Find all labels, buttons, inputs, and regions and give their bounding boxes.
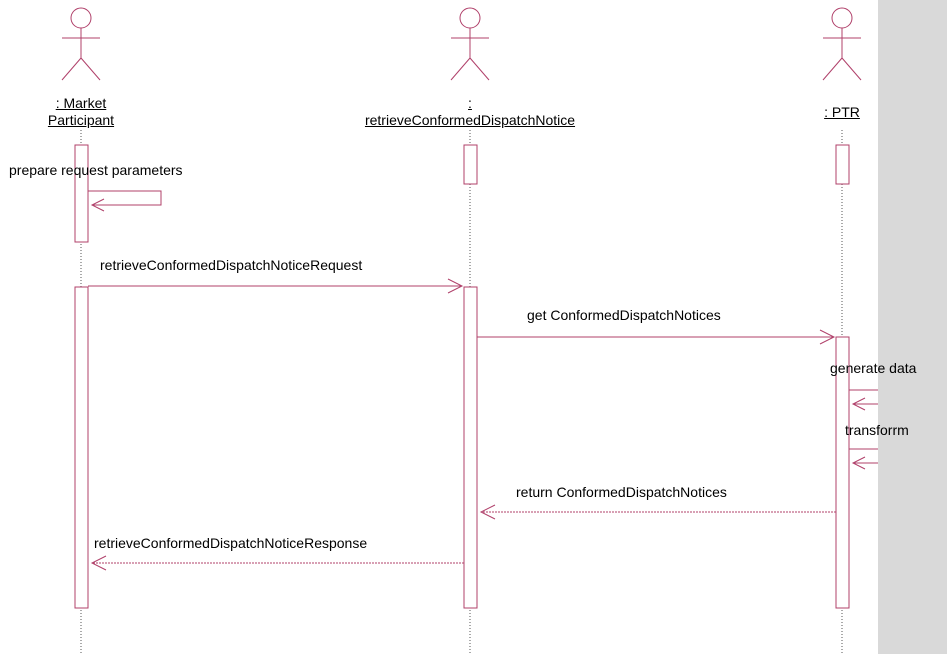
- message-label-generate: generate data: [830, 360, 917, 376]
- actor-figure-market-participant: [61, 7, 101, 81]
- message-arrowhead-prepare: [90, 198, 105, 212]
- actor-label-line2: retrieveConformedDispatchNotice: [364, 112, 576, 128]
- message-label-prepare: prepare request parameters: [9, 162, 183, 178]
- message-label-request: retrieveConformedDispatchNoticeRequest: [100, 257, 363, 273]
- message-arrowhead-transform: [851, 456, 866, 470]
- actor-label-line1: : Market: [55, 95, 107, 111]
- message-arrowhead-get: [819, 329, 836, 345]
- activation-market-1: [74, 144, 89, 243]
- message-arrowhead-generate: [851, 397, 866, 411]
- message-arrow-prepare: [88, 190, 162, 206]
- activation-retrieve-1: [463, 144, 478, 185]
- actor-label-ptr: : PTR: [802, 104, 882, 121]
- message-arrowhead-request: [447, 278, 464, 294]
- message-arrowhead-response: [90, 555, 107, 571]
- message-label-return-notices: return ConformedDispatchNotices: [516, 484, 727, 500]
- message-label-get: get ConformedDispatchNotices: [527, 307, 721, 323]
- right-margin-panel: [878, 0, 947, 654]
- actor-label-market-participant: : Market Participant: [21, 95, 141, 129]
- activation-retrieve-2: [463, 286, 478, 609]
- actor-figure-ptr: [822, 7, 862, 81]
- message-label-response: retrieveConformedDispatchNoticeResponse: [94, 535, 368, 551]
- message-arrowhead-return-notices: [479, 504, 496, 520]
- actor-label-line2: Participant: [47, 112, 115, 128]
- actor-label-line1: :: [468, 95, 472, 111]
- message-label-transform: transforrm: [845, 422, 909, 438]
- activation-ptr-1: [835, 144, 850, 185]
- actor-figure-retrieve-service: [450, 7, 490, 81]
- actor-label-retrieve-service: : retrieveConformedDispatchNotice: [320, 95, 620, 129]
- activation-ptr-2: [835, 336, 850, 609]
- activation-market-2: [74, 286, 89, 609]
- actor-label-line1: : PTR: [824, 104, 860, 120]
